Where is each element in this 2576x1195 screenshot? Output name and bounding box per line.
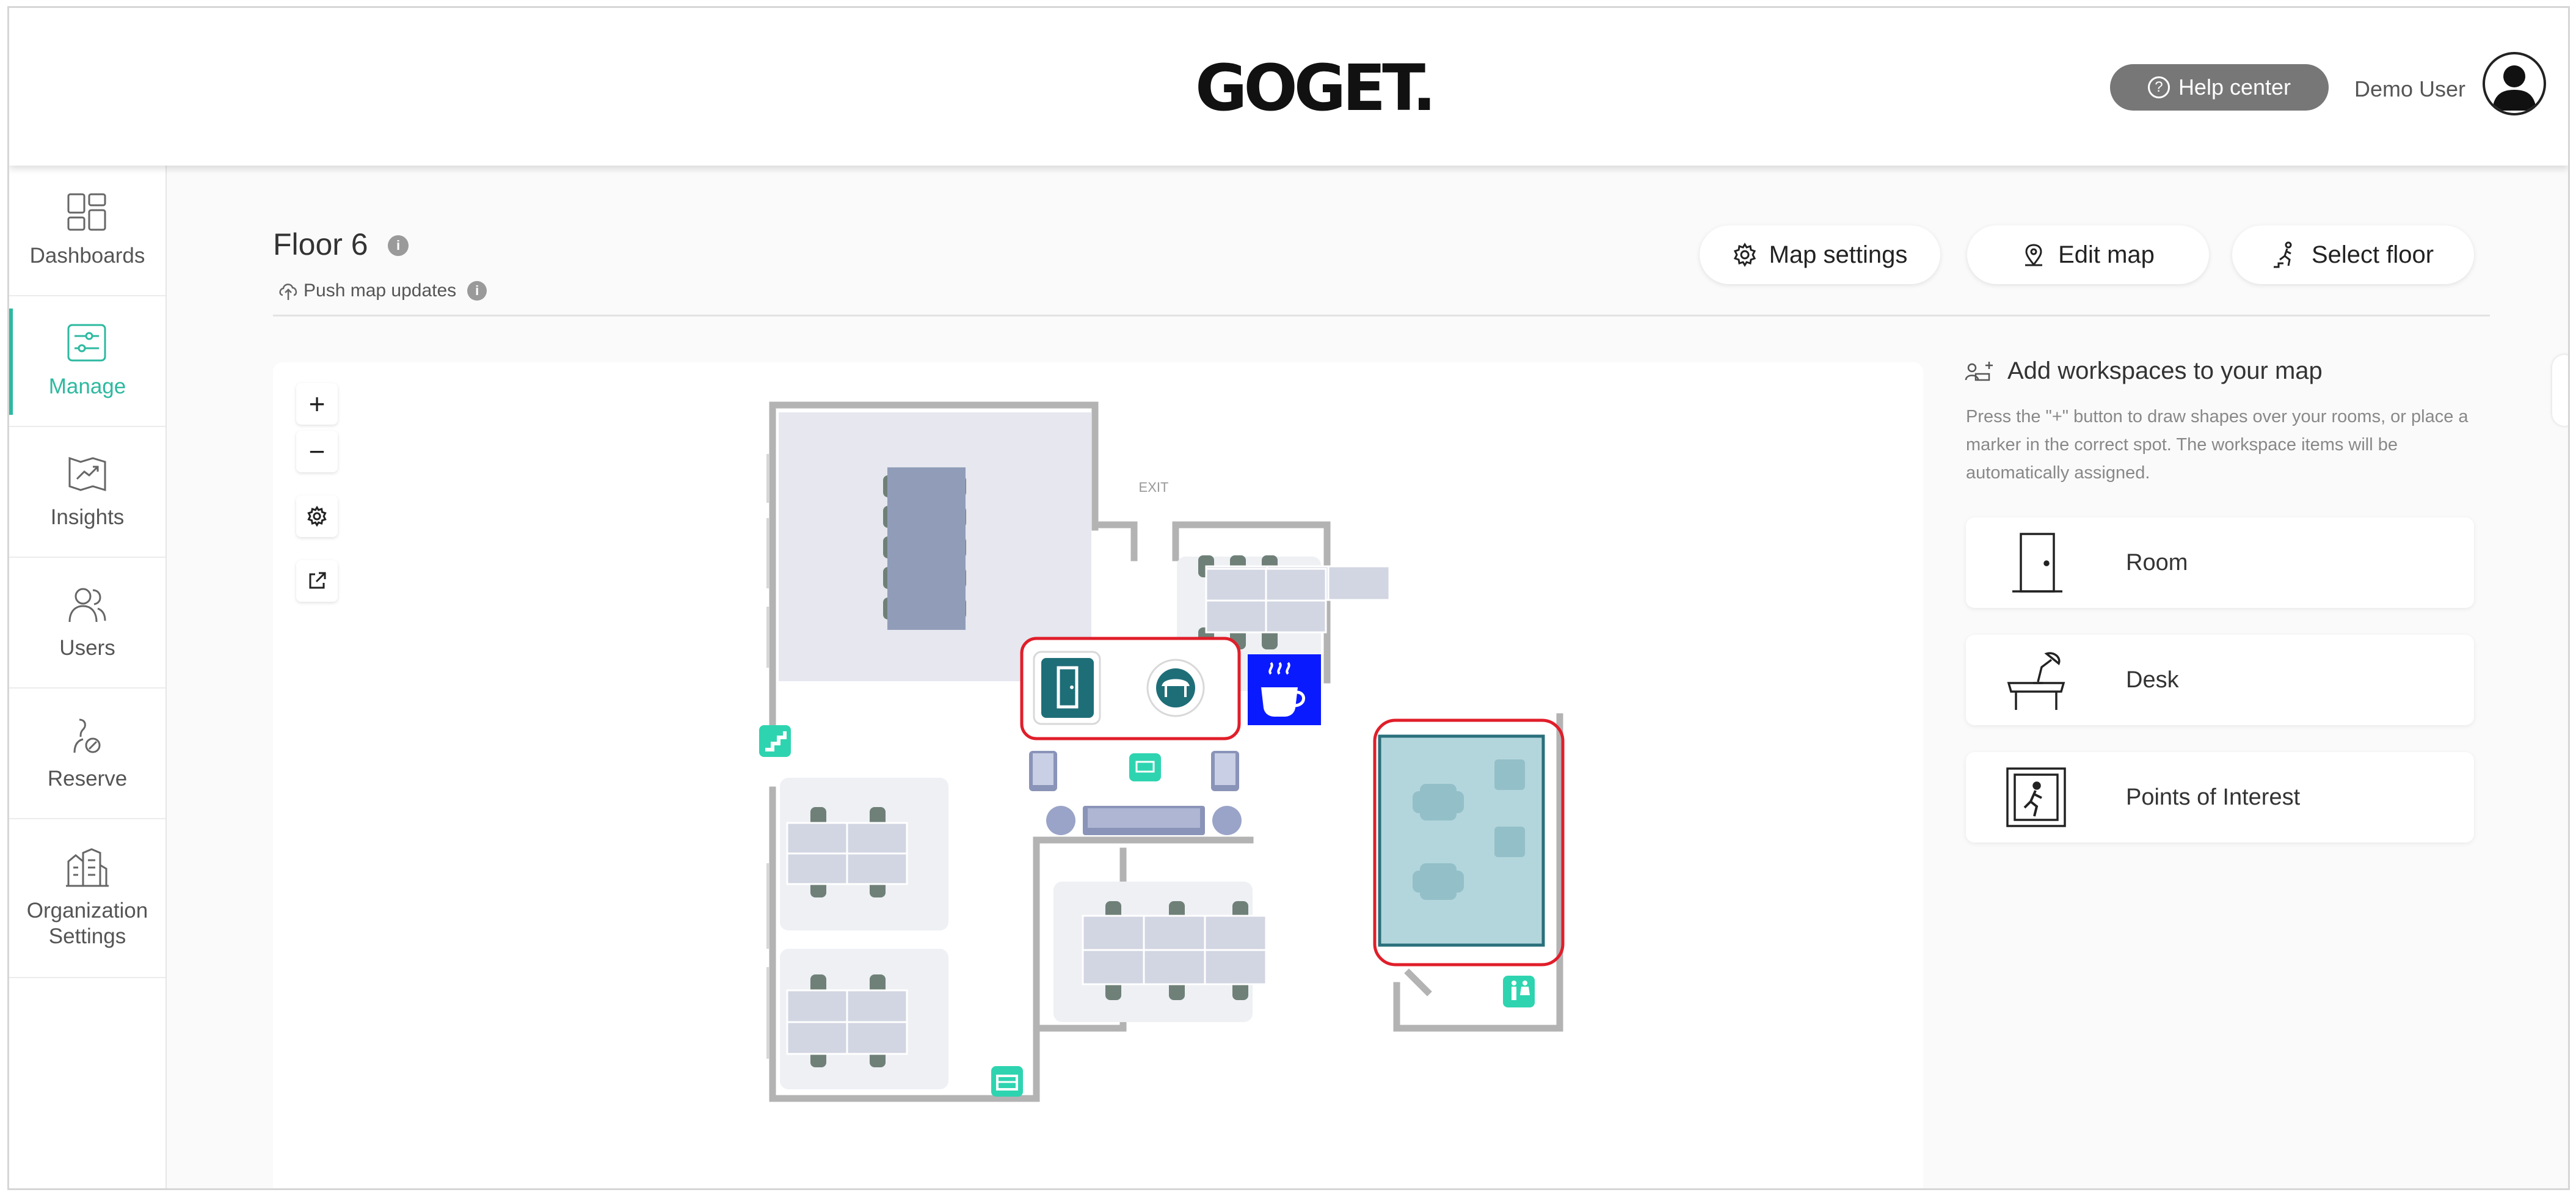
map-settings-button[interactable]: Map settings [1700, 225, 1940, 284]
stairs-walker-icon [2273, 241, 2292, 268]
upload-icon [279, 283, 297, 300]
users-icon [68, 588, 106, 623]
organization-icon [66, 848, 109, 887]
question-icon: ? [2147, 76, 2170, 98]
edit-map-label: Edit map [2058, 241, 2155, 268]
sidebar-item-dashboards[interactable]: Dashboards [9, 166, 166, 296]
open-external-button[interactable] [296, 560, 338, 602]
divider [273, 315, 2490, 316]
reserve-icon [73, 718, 101, 753]
sidebar-item-label: Manage [48, 375, 126, 398]
push-map-updates-label: Push map updates [304, 280, 457, 301]
sidebar: Dashboards Manage Insights Users [9, 166, 167, 1188]
sidebar-item-manage[interactable]: Manage [9, 296, 166, 427]
gear-icon [307, 506, 327, 527]
desk-lamp-icon [2003, 646, 2070, 714]
info-icon[interactable]: i [467, 281, 487, 301]
user-avatar-icon[interactable] [2483, 52, 2546, 115]
workspace-card-points-of-interest[interactable]: Points of Interest [1966, 752, 2474, 842]
sidebar-item-insights[interactable]: Insights [9, 427, 166, 558]
dashboard-icon [67, 193, 106, 231]
sidebar-item-label: Organization Settings [26, 899, 148, 948]
exit-label: EXIT [1139, 480, 1169, 495]
help-center-label: Help center [2178, 75, 2291, 100]
floor-plan: EXIT [759, 401, 1565, 1102]
app-window: GOGET. ? Help center Demo User Dashboard… [7, 6, 2570, 1190]
workspace-card-room[interactable]: Room [1966, 517, 2474, 608]
sidebar-item-label: Users [59, 636, 115, 660]
goget-logo[interactable]: GOGET. [1195, 51, 1436, 125]
top-header: GOGET. ? Help center Demo User [9, 8, 2568, 166]
map-pin-icon [2025, 244, 2043, 266]
floor-map-canvas[interactable]: EXIT [273, 362, 1923, 1188]
workspace-card-label: Room [2126, 549, 2188, 576]
select-floor-button[interactable]: Select floor [2232, 225, 2474, 284]
workspace-card-label: Points of Interest [2126, 784, 2301, 810]
gear-icon [1733, 243, 1756, 267]
edit-map-button[interactable]: Edit map [1967, 225, 2209, 284]
push-map-updates-link[interactable]: Push map updates i [278, 280, 487, 301]
add-workspaces-title: Add workspaces to your map [1963, 357, 2323, 385]
select-floor-label: Select floor [2311, 241, 2434, 268]
zoom-in-button[interactable]: + [296, 383, 338, 425]
sidebar-item-label: Dashboards [29, 244, 145, 268]
info-icon[interactable]: i [388, 235, 409, 256]
sidebar-item-label: Reserve [47, 767, 128, 791]
add-workspaces-description: Press the "+" button to draw shapes over… [1966, 407, 2469, 483]
manage-icon [67, 324, 106, 362]
insights-icon [68, 456, 106, 492]
panel-collapse-handle[interactable] [2552, 355, 2568, 426]
add-workspaces-label: Add workspaces to your map [2007, 357, 2323, 384]
zoom-out-button[interactable]: − [296, 431, 338, 472]
workspace-card-desk[interactable]: Desk [1966, 635, 2474, 725]
map-gear-button[interactable] [296, 495, 338, 537]
external-link-icon [309, 572, 326, 589]
add-workspace-icon [1965, 361, 1993, 381]
sidebar-item-reserve[interactable]: Reserve [9, 689, 166, 819]
help-center-button[interactable]: ? Help center [2110, 64, 2329, 111]
sidebar-item-users[interactable]: Users [9, 558, 166, 689]
user-name[interactable]: Demo User [2354, 76, 2466, 101]
map-settings-label: Map settings [1769, 241, 1908, 268]
exit-sign-icon [2003, 764, 2070, 831]
sidebar-item-organization-settings[interactable]: Organization Settings [9, 819, 166, 978]
room-door-icon [2003, 529, 2070, 596]
page-title: Floor 6 [273, 227, 368, 261]
sidebar-item-label: Insights [50, 505, 125, 529]
workspace-card-label: Desk [2126, 667, 2179, 693]
